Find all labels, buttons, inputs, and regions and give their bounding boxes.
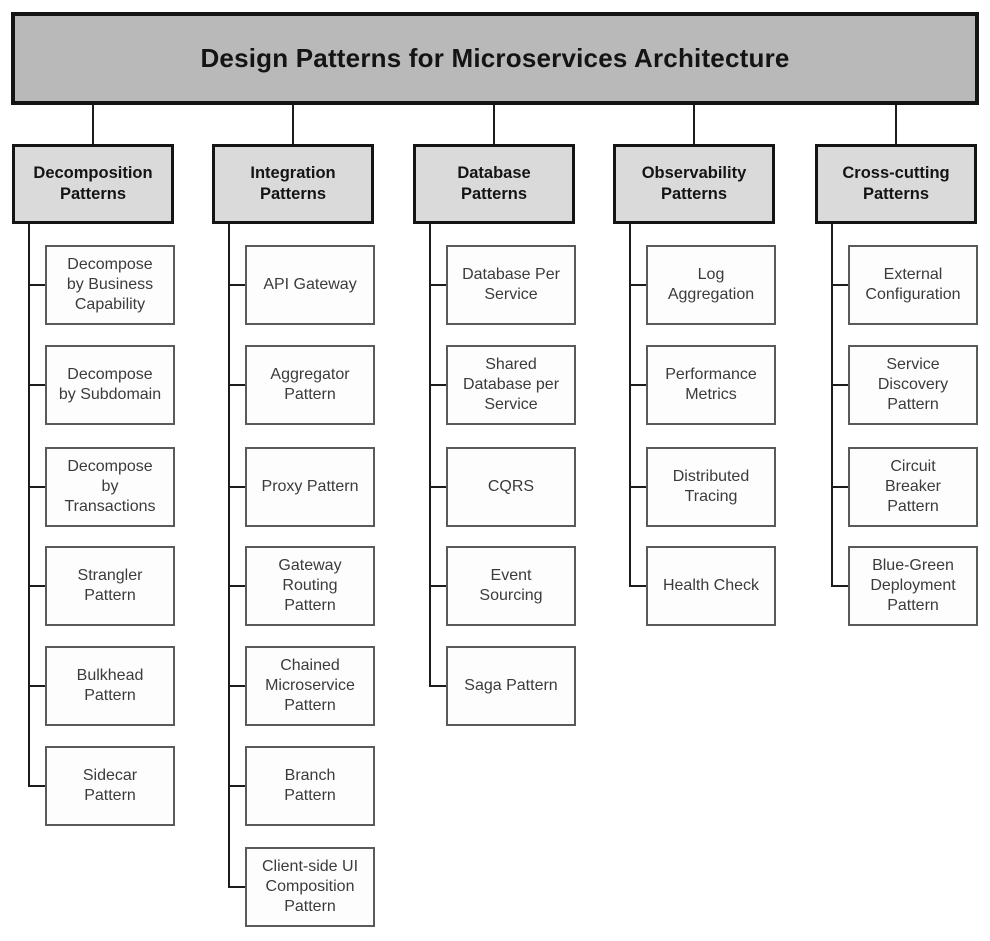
trunk-connector-line bbox=[629, 224, 631, 587]
pattern-box: Distributed Tracing bbox=[646, 447, 776, 527]
pattern-box: Chained Microservice Pattern bbox=[245, 646, 375, 726]
pattern-box: Decompose by Transactions bbox=[45, 447, 175, 527]
pattern-box: Circuit Breaker Pattern bbox=[848, 447, 978, 527]
stub-connector-line bbox=[28, 585, 45, 587]
pattern-box: Strangler Pattern bbox=[45, 546, 175, 626]
stub-connector-line bbox=[28, 384, 45, 386]
pattern-box: External Configuration bbox=[848, 245, 978, 325]
diagram-title-box: Design Patterns for Microservices Archit… bbox=[11, 12, 979, 105]
category-box-database: Database Patterns bbox=[413, 144, 575, 224]
pattern-box: Health Check bbox=[646, 546, 776, 626]
stub-connector-line bbox=[429, 284, 446, 286]
stub-connector-line bbox=[831, 384, 848, 386]
stub-connector-line bbox=[429, 685, 446, 687]
pattern-box: Gateway Routing Pattern bbox=[245, 546, 375, 626]
stub-connector-line bbox=[429, 486, 446, 488]
pattern-box: Database Per Service bbox=[446, 245, 576, 325]
diagram-title: Design Patterns for Microservices Archit… bbox=[200, 43, 790, 73]
pattern-box: Shared Database per Service bbox=[446, 345, 576, 425]
pattern-box: CQRS bbox=[446, 447, 576, 527]
stub-connector-line bbox=[831, 486, 848, 488]
pattern-box: Bulkhead Pattern bbox=[45, 646, 175, 726]
pattern-box: Service Discovery Pattern bbox=[848, 345, 978, 425]
pattern-box: Proxy Pattern bbox=[245, 447, 375, 527]
stub-connector-line bbox=[228, 685, 245, 687]
stub-connector-line bbox=[228, 585, 245, 587]
title-connector-line bbox=[92, 105, 94, 144]
stub-connector-line bbox=[228, 384, 245, 386]
pattern-box: API Gateway bbox=[245, 245, 375, 325]
title-connector-line bbox=[292, 105, 294, 144]
stub-connector-line bbox=[629, 284, 646, 286]
pattern-box: Log Aggregation bbox=[646, 245, 776, 325]
stub-connector-line bbox=[28, 486, 45, 488]
stub-connector-line bbox=[831, 585, 848, 587]
stub-connector-line bbox=[429, 585, 446, 587]
stub-connector-line bbox=[831, 284, 848, 286]
stub-connector-line bbox=[629, 486, 646, 488]
pattern-box: Performance Metrics bbox=[646, 345, 776, 425]
stub-connector-line bbox=[28, 685, 45, 687]
pattern-box: Decompose by Subdomain bbox=[45, 345, 175, 425]
stub-connector-line bbox=[28, 284, 45, 286]
category-box-integration: Integration Patterns bbox=[212, 144, 374, 224]
title-connector-line bbox=[493, 105, 495, 144]
pattern-box: Saga Pattern bbox=[446, 646, 576, 726]
stub-connector-line bbox=[228, 284, 245, 286]
title-connector-line bbox=[895, 105, 897, 144]
pattern-box: Decompose by Business Capability bbox=[45, 245, 175, 325]
stub-connector-line bbox=[28, 785, 45, 787]
trunk-connector-line bbox=[228, 224, 230, 888]
title-connector-line bbox=[693, 105, 695, 144]
stub-connector-line bbox=[228, 785, 245, 787]
stub-connector-line bbox=[429, 384, 446, 386]
pattern-box: Branch Pattern bbox=[245, 746, 375, 826]
pattern-box: Aggregator Pattern bbox=[245, 345, 375, 425]
stub-connector-line bbox=[629, 384, 646, 386]
trunk-connector-line bbox=[831, 224, 833, 587]
pattern-box: Event Sourcing bbox=[446, 546, 576, 626]
category-box-decomposition: Decomposition Patterns bbox=[12, 144, 174, 224]
trunk-connector-line bbox=[429, 224, 431, 687]
stub-connector-line bbox=[228, 886, 245, 888]
stub-connector-line bbox=[629, 585, 646, 587]
pattern-box: Client-side UI Composition Pattern bbox=[245, 847, 375, 927]
pattern-box: Blue-Green Deployment Pattern bbox=[848, 546, 978, 626]
category-box-crosscutting: Cross-cutting Patterns bbox=[815, 144, 977, 224]
pattern-box: Sidecar Pattern bbox=[45, 746, 175, 826]
trunk-connector-line bbox=[28, 224, 30, 787]
category-box-observability: Observability Patterns bbox=[613, 144, 775, 224]
stub-connector-line bbox=[228, 486, 245, 488]
